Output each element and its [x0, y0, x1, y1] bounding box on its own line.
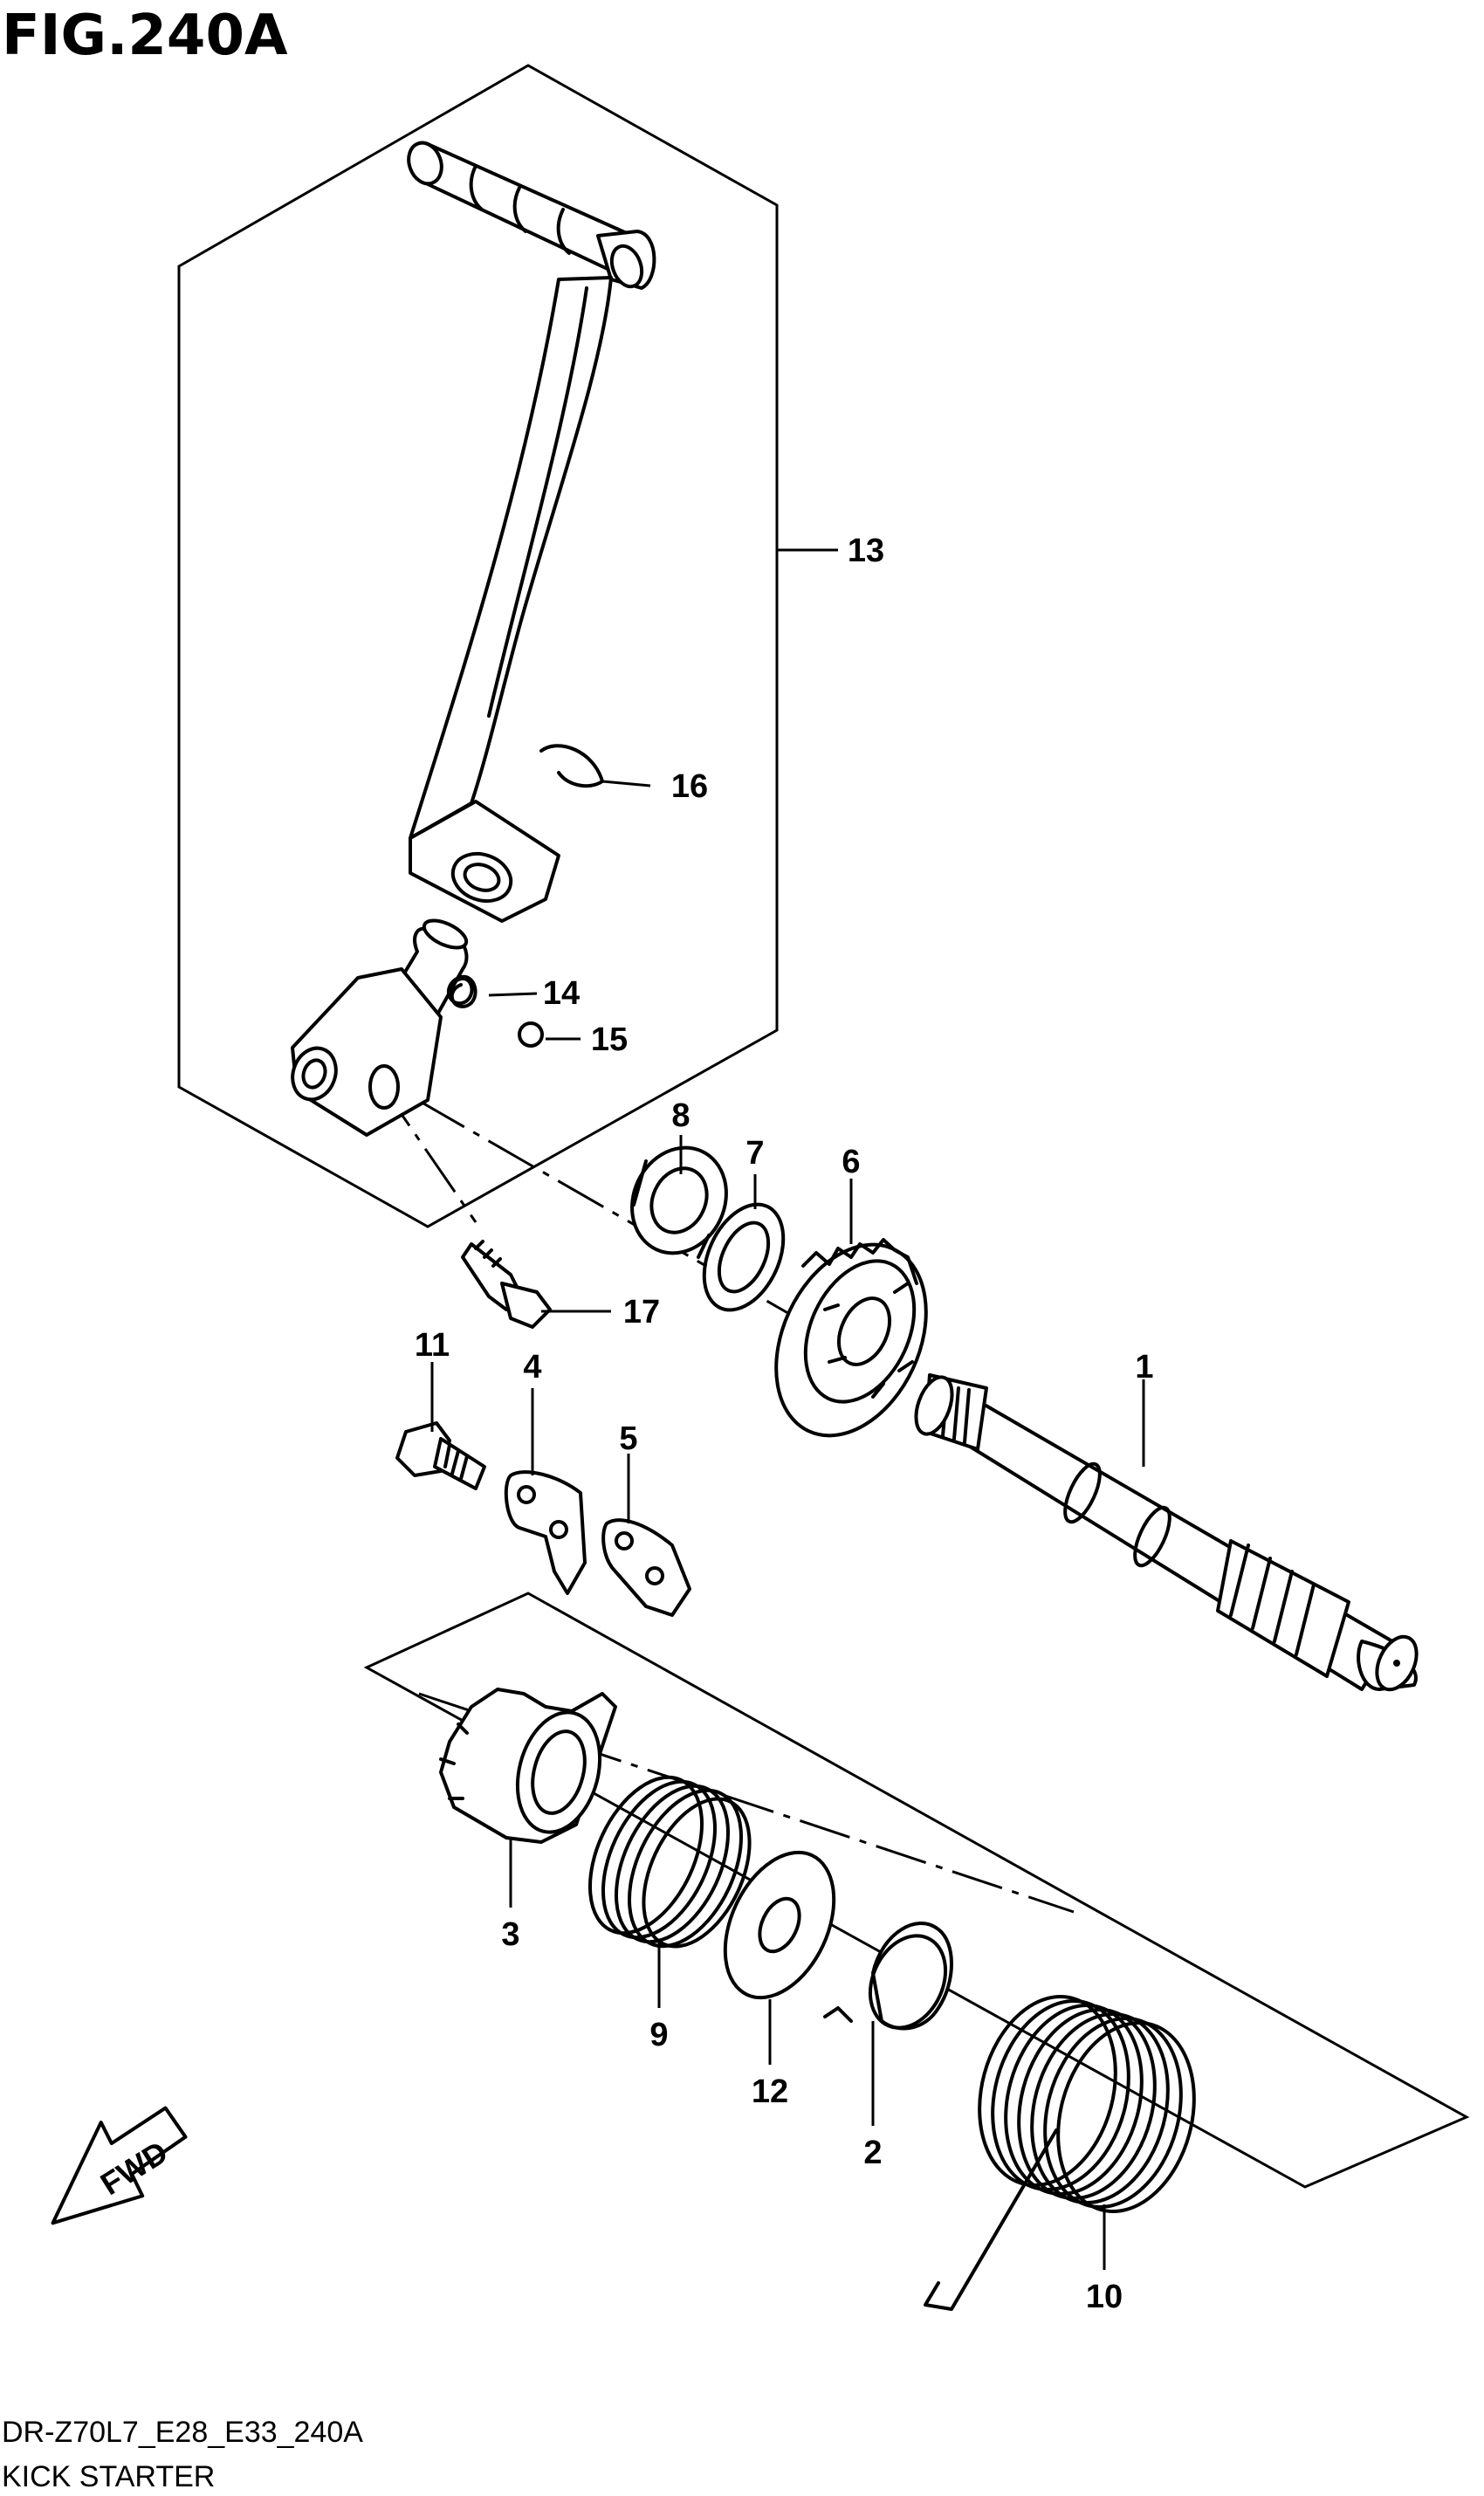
drive-gear-part-3: [439, 1688, 617, 1844]
callout-2: 2: [863, 2135, 882, 2171]
shaft-part-1: [914, 1373, 1419, 1692]
figure-title: FIG.240A: [2, 3, 288, 68]
callout-11: 11: [415, 1327, 450, 1364]
assembly-frame-lower: [363, 1592, 1470, 2189]
torsion-spring-part-10: [924, 1994, 1196, 2311]
guide-part-4: [504, 1470, 587, 1595]
spring-part-14: [447, 974, 477, 1008]
callout-6: 6: [842, 1144, 860, 1180]
callout-4: 4: [523, 1349, 541, 1386]
gear-part-6: [774, 1238, 928, 1438]
kick-lever-part-13: [291, 141, 656, 1137]
callout-1: 1: [1135, 1349, 1153, 1386]
leader-lines: [430, 548, 1145, 2270]
bolt-part-17: [461, 1240, 552, 1329]
washer-part-7: [702, 1202, 786, 1312]
callout-8: 8: [671, 1097, 690, 1134]
callout-15: 15: [591, 1021, 628, 1058]
callout-17: 17: [623, 1294, 660, 1331]
stopper-part-2: [823, 1922, 953, 2031]
clip-part-16: [539, 744, 604, 788]
callout-16: 16: [671, 768, 708, 805]
figure-name: KICK STARTER: [2, 2460, 215, 2493]
callout-13: 13: [848, 533, 884, 569]
callout-labels: 1 2 3 4 5 6 7 8 9 10 11 12 13 14 15 16 1…: [415, 533, 1154, 2315]
callout-10: 10: [1086, 2279, 1123, 2315]
callout-14: 14: [543, 975, 580, 1012]
callout-12: 12: [752, 2073, 788, 2110]
callout-7: 7: [745, 1135, 764, 1172]
callout-3: 3: [501, 1916, 519, 1953]
ball-part-15: [518, 1021, 544, 1048]
assembly-frame-13: [177, 64, 779, 1228]
spring-part-9: [587, 1775, 752, 1949]
callout-5: 5: [619, 1420, 637, 1457]
figure-code: DR-Z70L7_E28_E33_240A: [2, 2416, 363, 2449]
washer-part-12: [723, 1850, 836, 2000]
callout-9: 9: [649, 2017, 668, 2053]
fwd-arrow-icon: FWD: [51, 2106, 188, 2225]
oil-seal-part-8: [630, 1145, 728, 1259]
bolt-part-11: [395, 1421, 486, 1490]
guide-plate-part-5: [601, 1518, 691, 1617]
shaft-centerline: [348, 1059, 874, 1364]
